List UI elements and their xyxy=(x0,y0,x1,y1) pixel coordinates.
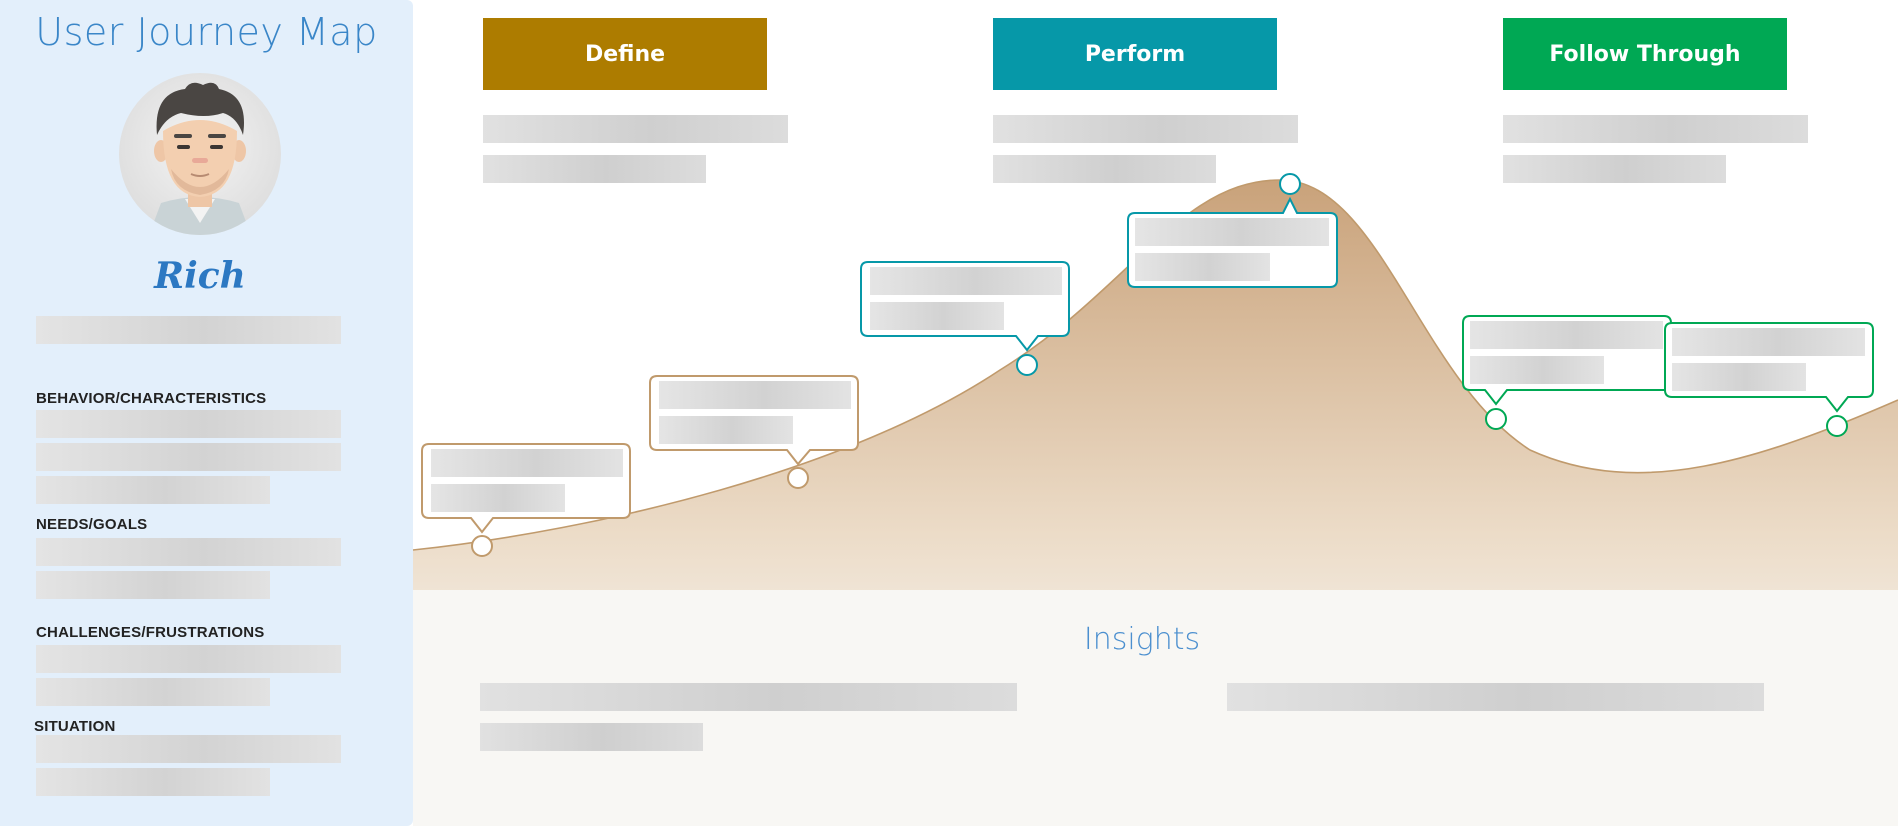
phase-follow-through: Follow Through xyxy=(1503,18,1787,90)
section-label-challenges: CHALLENGES/FRUSTRATIONS xyxy=(36,624,265,641)
insights-title: Insights xyxy=(1083,622,1201,657)
follow-desc-line-2 xyxy=(1503,155,1726,183)
follow-desc-line-1 xyxy=(1503,115,1808,143)
persona-name: Rich xyxy=(154,255,246,297)
perform-desc-line-2 xyxy=(993,155,1216,183)
persona-sidebar: User Journey Map xyxy=(0,0,413,826)
callout-follow-2 xyxy=(1664,322,1874,437)
callout-define-2 xyxy=(649,375,859,489)
define-desc-line-2 xyxy=(483,155,706,183)
phase-define: Define xyxy=(483,18,767,90)
define-desc-line-1 xyxy=(483,115,788,143)
insight-left-line-2 xyxy=(480,723,703,751)
needs-line-1 xyxy=(36,538,341,566)
insight-right-line-1 xyxy=(1227,683,1764,711)
perform-desc-line-1 xyxy=(993,115,1298,143)
challenges-line-1 xyxy=(36,645,341,673)
insight-left-line-1 xyxy=(480,683,1017,711)
persona-description-placeholder xyxy=(36,316,341,344)
emotion-curve xyxy=(412,179,1898,551)
callout-perform-2 xyxy=(1127,173,1338,288)
phase-perform: Perform xyxy=(993,18,1277,90)
situation-line-2 xyxy=(36,768,270,796)
callout-define-1 xyxy=(421,443,631,557)
section-label-needs: NEEDS/GOALS xyxy=(36,516,148,533)
section-label-situation: SITUATION xyxy=(34,718,116,735)
callout-follow-1 xyxy=(1462,315,1672,430)
callout-perform-1 xyxy=(860,261,1070,376)
page-title: User Journey Map xyxy=(35,10,378,54)
needs-line-2 xyxy=(36,571,270,599)
persona-avatar xyxy=(119,73,281,235)
behavior-line-1 xyxy=(36,410,341,438)
challenges-line-2 xyxy=(36,678,270,706)
situation-line-1 xyxy=(36,735,341,763)
section-label-behavior: BEHAVIOR/CHARACTERISTICS xyxy=(36,390,267,407)
behavior-line-2 xyxy=(36,443,341,471)
behavior-line-3 xyxy=(36,476,270,504)
